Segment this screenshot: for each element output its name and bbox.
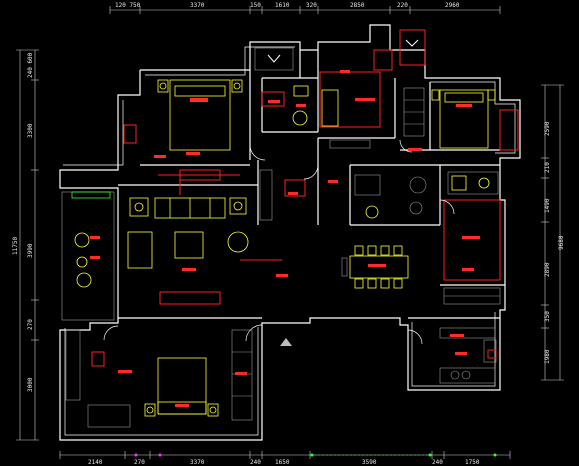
top-dim-5: 2850	[350, 2, 365, 9]
top-dim-2: 150	[250, 2, 261, 9]
left-dim-3: 270	[27, 319, 34, 330]
bottom-dim-2: 3370	[190, 459, 205, 466]
bottom-dim-5: 3590	[362, 459, 377, 466]
bottom-dim-1: 270	[134, 459, 145, 466]
hob-burner-left	[450, 370, 460, 380]
right-dim-1: 210	[544, 162, 551, 173]
bed-outline	[169, 79, 231, 151]
grid-reference-points	[134, 453, 497, 457]
top-dim-3: 1610	[275, 2, 290, 9]
bottom-bedroom	[65, 329, 253, 428]
bottom-dimension-chain: 2140 270 3370 240 1650 3590 240 1750	[59, 451, 511, 466]
top-dim-7: 2960	[445, 2, 460, 9]
north-marker-icon	[280, 338, 292, 346]
top-dimension-chain: 120 750 3370 150 1610 320 2850 220 2960	[109, 2, 501, 14]
right-dim-2: 1490	[544, 198, 551, 213]
dining-area	[341, 245, 409, 289]
coffee-table	[174, 231, 204, 259]
third-bedroom	[443, 171, 501, 305]
master-bath	[254, 47, 309, 126]
living-room	[127, 180, 288, 305]
bottom-dim-7: 1750	[465, 459, 480, 466]
bottom-dim-3: 240	[250, 459, 261, 466]
right-dim-total: 9680	[558, 235, 565, 250]
second-bath	[319, 29, 426, 149]
top-dim-0: 120 750	[115, 2, 141, 9]
toilet-bowl	[292, 110, 308, 126]
bed-tag	[190, 98, 208, 102]
dining-table	[349, 255, 409, 279]
second-bedroom	[403, 87, 519, 151]
top-dim-4: 320	[306, 2, 317, 9]
door-swings	[103, 139, 455, 345]
round-chair	[227, 231, 249, 253]
bottom-dim-4: 1650	[275, 459, 290, 466]
master-bedroom	[123, 79, 243, 181]
bed-headboard	[174, 85, 226, 97]
side-table-right	[229, 197, 247, 215]
top-dim-6: 220	[397, 2, 408, 9]
tv-cabinet	[159, 291, 221, 305]
right-dimension-chain: 2590 210 1490 2890 350 1980 9680	[541, 84, 565, 381]
bed-outline-2	[439, 89, 489, 149]
kitchen	[439, 327, 497, 384]
right-dim-0: 2590	[544, 121, 551, 136]
bottom-dim-6: 240	[432, 459, 443, 466]
center-service-rooms	[259, 169, 427, 221]
balcony	[61, 191, 115, 321]
fixture-arrow	[267, 54, 281, 63]
right-dim-5: 1980	[544, 349, 551, 364]
armchair	[127, 231, 153, 269]
left-dim-total: 11750	[12, 237, 19, 255]
nightstand-right	[231, 79, 243, 93]
side-table-left	[129, 197, 149, 217]
left-dim-4: 3000	[27, 377, 34, 392]
left-dim-1: 3300	[27, 123, 34, 138]
top-dim-1: 3370	[190, 2, 205, 9]
hob-burner-right	[461, 370, 471, 380]
bottom-dim-0: 2140	[88, 459, 103, 466]
right-dim-3: 2890	[544, 262, 551, 277]
left-dim-2: 3990	[27, 243, 34, 258]
right-dim-4: 350	[544, 311, 551, 322]
left-dim-0: 240 600	[27, 52, 34, 78]
left-dimension-chain: 240 600 3300 3990 270 3000 11750	[12, 49, 39, 441]
exterior-walls	[59, 24, 521, 441]
nightstand-left	[157, 79, 169, 93]
